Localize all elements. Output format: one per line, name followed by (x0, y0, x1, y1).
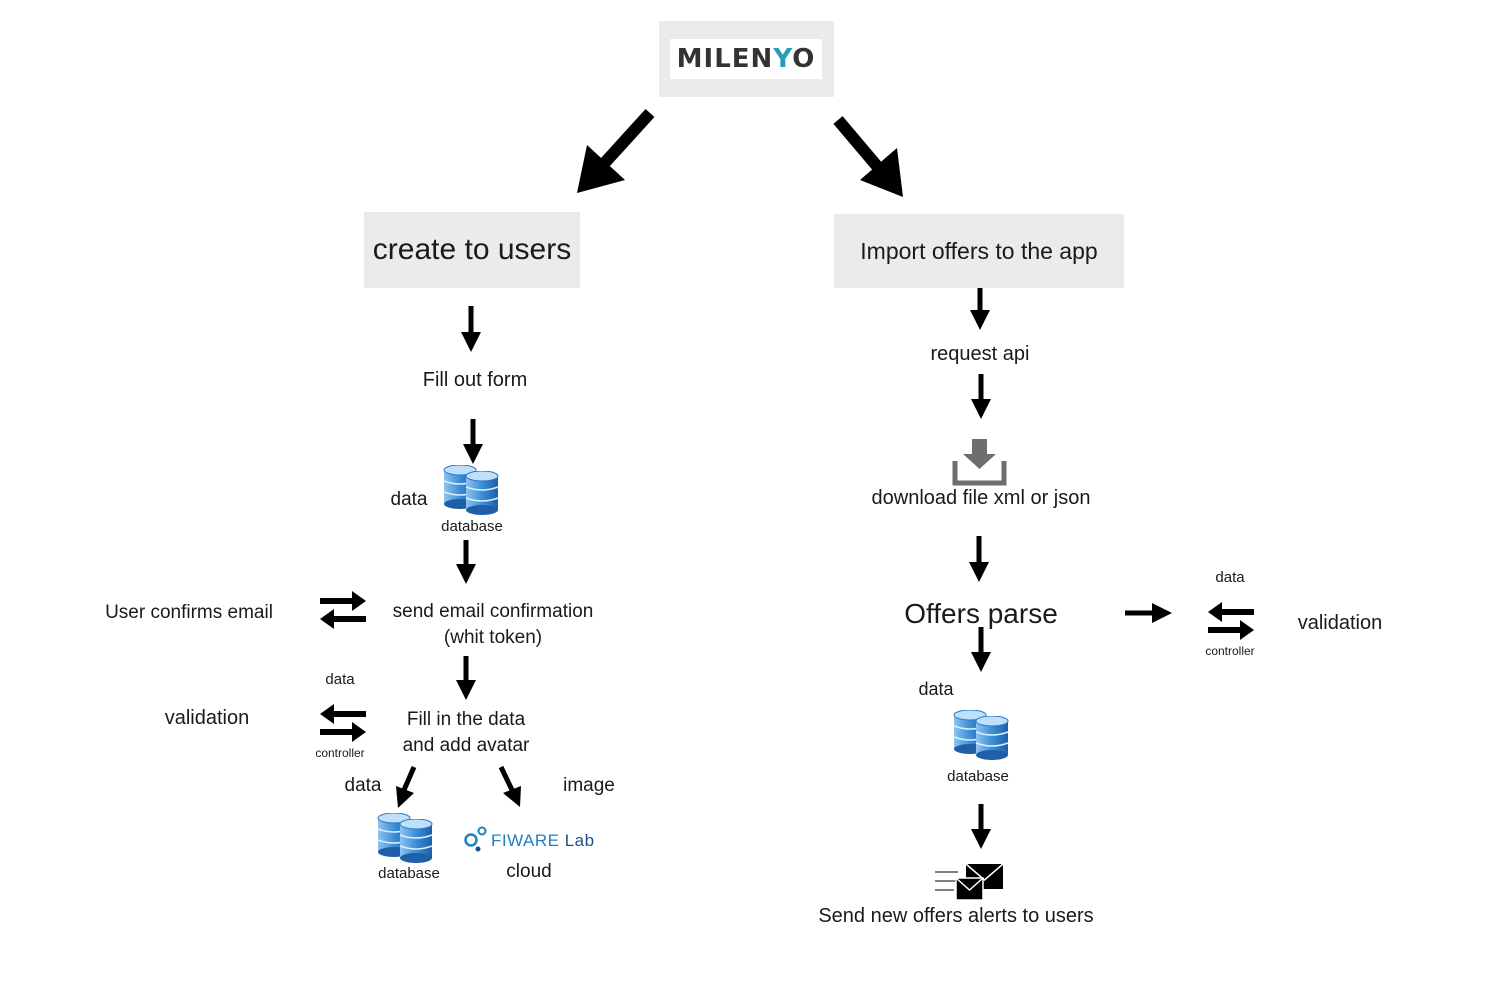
import-offers-box: Import offers to the app (834, 214, 1124, 288)
database-icon (378, 813, 432, 863)
send-email-confirmation-label: send email confirmation (whit token) (393, 600, 594, 650)
controller-label-right: controller (1205, 644, 1255, 658)
fill-data-line2: and add avatar (402, 734, 530, 756)
milenyo-logo: MILENYO (670, 39, 822, 79)
logo-text: MILENYO (676, 44, 816, 74)
arrow-down-r5 (971, 804, 991, 849)
arrow-down-3 (456, 540, 476, 584)
database-label: database (441, 518, 503, 535)
request-api-label: request api (930, 343, 1030, 365)
create-users-box: create to users (364, 212, 580, 288)
arrow-right-parse (1125, 603, 1172, 623)
download-file-label: download file xml or json (871, 487, 1091, 509)
arrow-down-r1 (970, 284, 990, 330)
arrow-diag-data (396, 766, 417, 808)
create-users-title: create to users (372, 233, 572, 266)
fill-in-data-label: Fill in the data and add avatar (403, 708, 530, 758)
database-label-right: database (947, 768, 1009, 785)
arrow-down-r2 (971, 374, 991, 419)
arrow-down-1 (461, 306, 481, 352)
fiware-lab-logo: FIWARE Lab (491, 831, 595, 850)
arrow-logo-to-create (577, 108, 655, 193)
envelope-icon (935, 863, 1004, 901)
send-email-line1: send email confirmation (392, 601, 594, 622)
data-label-2: data (344, 775, 382, 796)
database-icon (954, 710, 1008, 760)
data-label-right: data (918, 679, 954, 699)
arrow-down-r3 (969, 536, 989, 582)
database-icon (444, 465, 498, 515)
cloud-label: cloud (506, 861, 552, 882)
validation-label-right: validation (1297, 612, 1383, 634)
arrow-logo-to-import (833, 116, 903, 197)
logo-box: MILENYO (659, 21, 834, 97)
fill-data-line1: Fill in the data (406, 709, 526, 730)
offers-parse-label: Offers parse (904, 598, 1058, 629)
database-label-2: database (378, 865, 440, 882)
validation-label: validation (164, 707, 250, 729)
fiware-logo-icon (464, 826, 487, 852)
data-label: data (390, 489, 428, 510)
fill-out-form-label: Fill out form (422, 369, 528, 391)
controller-data-label: data (1215, 569, 1245, 586)
arrow-down-2 (463, 419, 483, 464)
arrow-down-r4 (971, 627, 991, 672)
image-label: image (563, 775, 615, 796)
controller-label: controller (315, 746, 365, 760)
send-alerts-label: Send new offers alerts to users (818, 905, 1094, 927)
arrow-diag-image (498, 765, 521, 807)
swap-arrows-icon (320, 591, 366, 629)
send-email-line2: (whit token) (443, 626, 543, 648)
swap-arrows-icon (320, 704, 366, 742)
arrow-down-4 (456, 656, 476, 700)
download-icon (952, 439, 1007, 486)
swap-arrows-icon (1208, 602, 1254, 640)
validation-data-label: data (325, 671, 355, 688)
user-confirms-email-label: User confirms email (105, 602, 273, 623)
import-offers-title: Import offers to the app (860, 237, 1098, 264)
